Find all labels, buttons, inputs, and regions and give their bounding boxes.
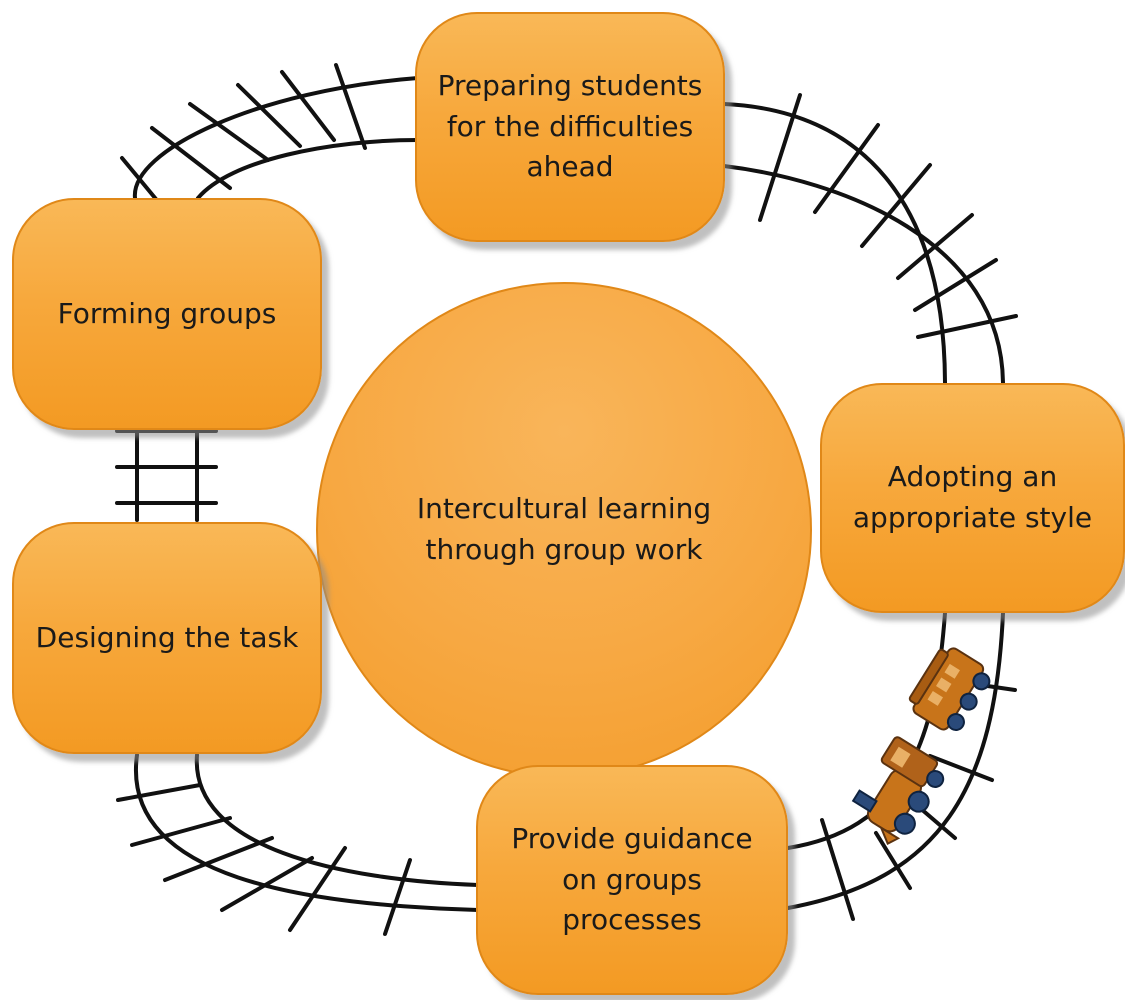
step-forming: Forming groups <box>12 198 322 430</box>
step-label: Preparing students for the difficulties … <box>437 69 703 184</box>
train-icon <box>851 647 991 846</box>
step-label: Provide guidance on groups processes <box>511 822 753 937</box>
step-adopting: Adopting an appropriate style <box>820 383 1125 613</box>
center-circle: Intercultural learning through group wor… <box>316 282 812 778</box>
center-label: Intercultural learning through group wor… <box>416 492 712 566</box>
step-designing: Designing the task <box>12 522 322 754</box>
step-label: Forming groups <box>57 296 277 330</box>
step-guidance: Provide guidance on groups processes <box>476 765 788 995</box>
step-preparing: Preparing students for the difficulties … <box>415 12 725 242</box>
step-label: Adopting an appropriate style <box>852 460 1093 534</box>
step-label: Designing the task <box>35 620 299 654</box>
